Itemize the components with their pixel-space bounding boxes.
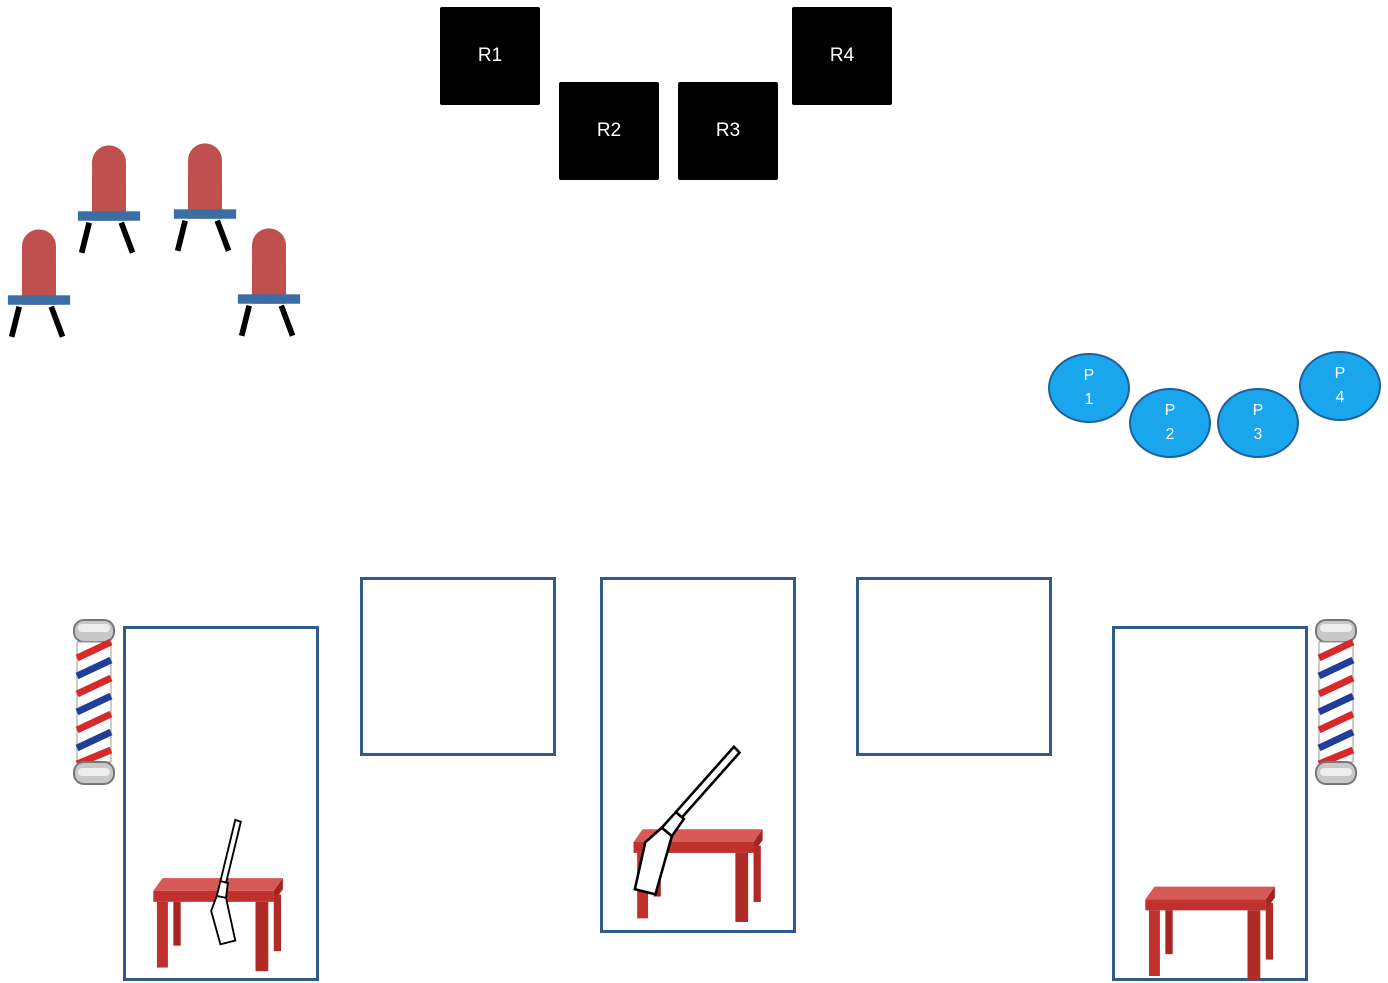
r-box-2: R2 <box>559 82 659 180</box>
r-box-label: R2 <box>596 120 622 141</box>
chair-icon <box>6 226 72 342</box>
chair-icon <box>236 225 302 341</box>
barber-pole-icon <box>1306 608 1366 796</box>
p-circle-letter: P <box>1164 402 1176 419</box>
r-box-1: R1 <box>440 7 540 105</box>
frame-small-right <box>856 577 1052 756</box>
p-circle-letter: P <box>1252 402 1264 419</box>
p-circle-2: P 2 <box>1129 388 1211 458</box>
p-circle-letter: P <box>1334 365 1346 382</box>
p-circle-3: P 3 <box>1217 388 1299 458</box>
table-icon <box>1138 878 1284 981</box>
p-circle-4: P 4 <box>1299 351 1381 421</box>
barber-pole-icon <box>64 608 124 796</box>
r-box-4: R4 <box>792 7 892 105</box>
rifle-icon <box>196 818 256 948</box>
r-box-3: R3 <box>678 82 778 180</box>
frame-left <box>123 626 319 981</box>
p-circle-1: P 1 <box>1048 353 1130 423</box>
r-box-label: R1 <box>477 45 503 66</box>
p-circle-letter: P <box>1083 367 1095 384</box>
frame-small-left <box>360 577 556 756</box>
p-circle-number: 3 <box>1253 426 1263 443</box>
r-box-label: R4 <box>829 45 855 66</box>
r-box-label: R3 <box>715 120 741 141</box>
p-circle-number: 1 <box>1084 391 1094 408</box>
chair-icon <box>76 142 142 258</box>
frame-right <box>1112 626 1308 981</box>
p-circle-number: 4 <box>1335 389 1345 406</box>
chair-icon <box>172 140 238 256</box>
frame-center <box>600 577 796 933</box>
p-circle-number: 2 <box>1165 426 1175 443</box>
